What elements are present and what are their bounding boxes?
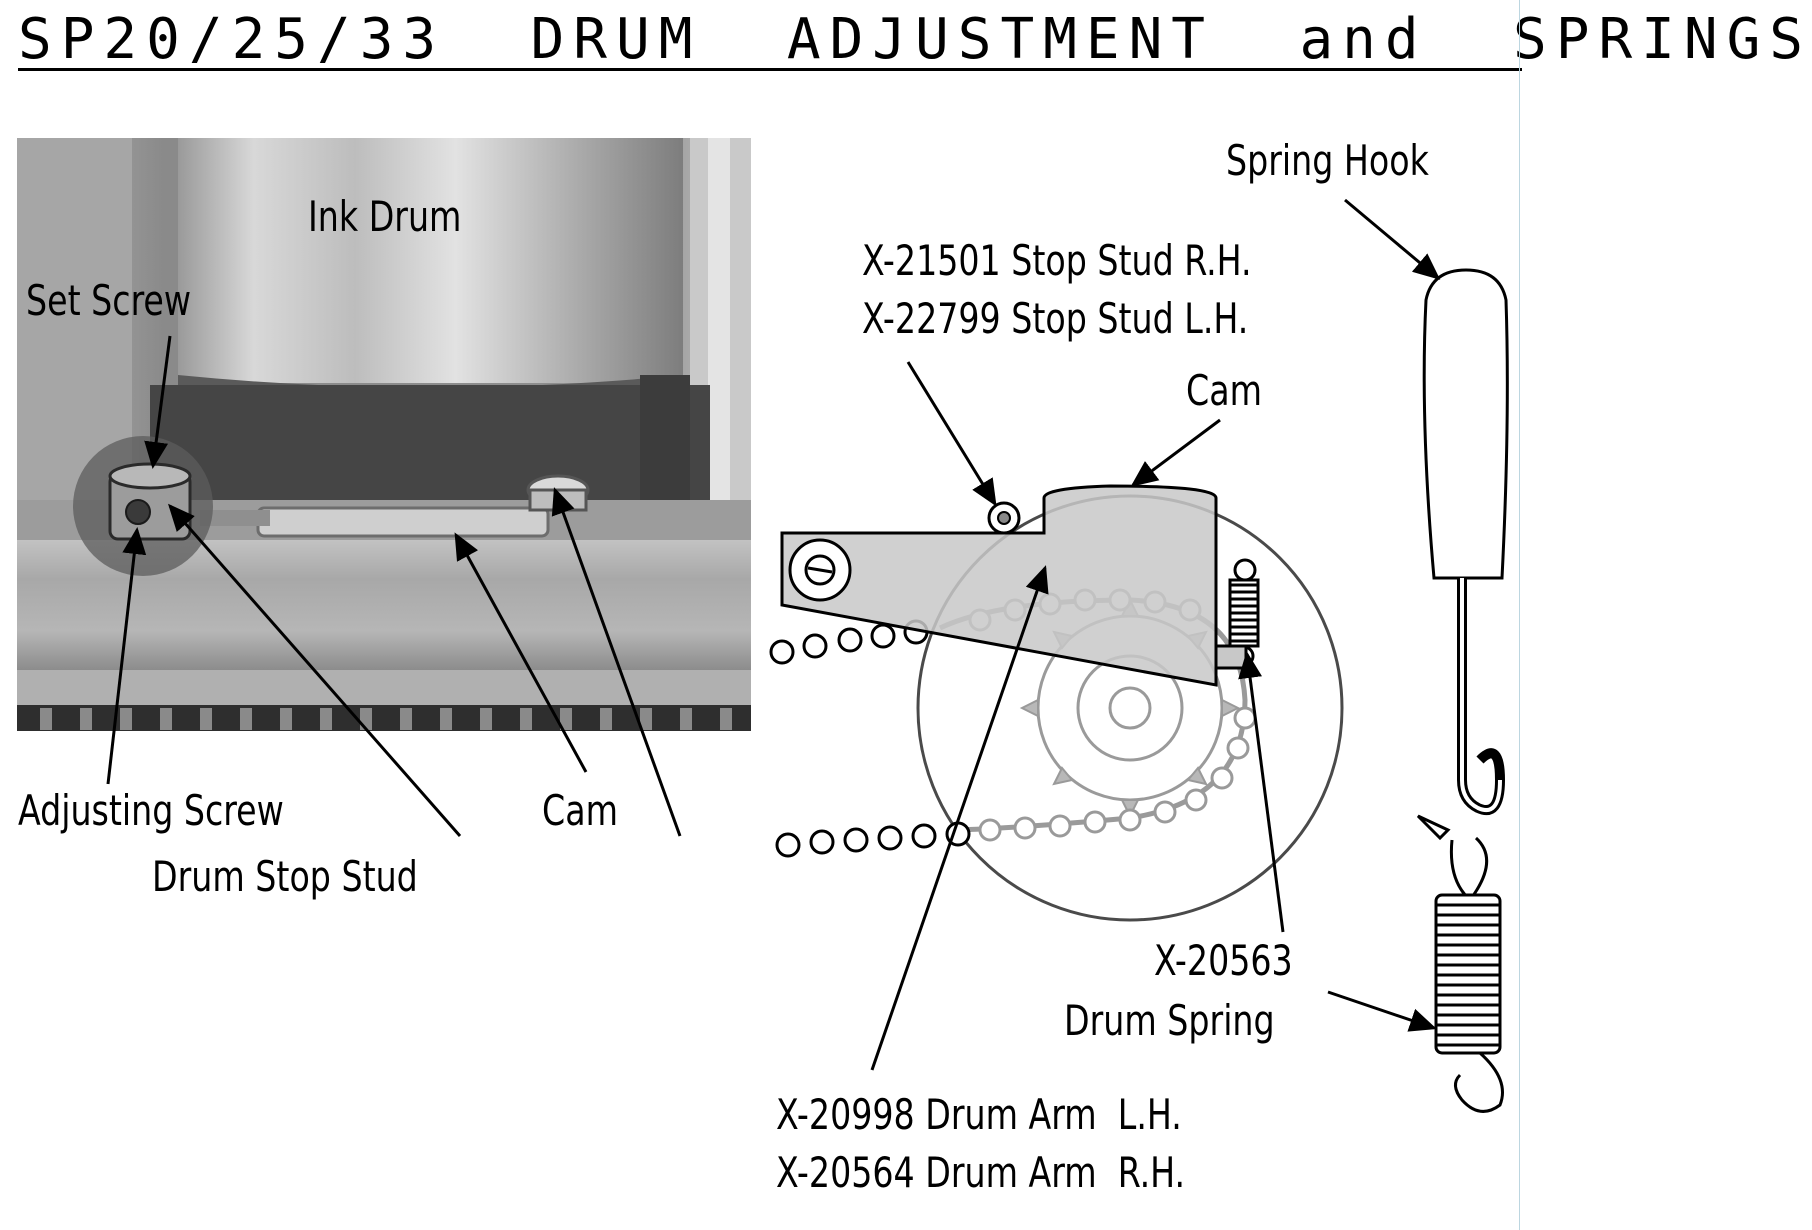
drum-arm (780, 484, 1218, 687)
drum-spring-name-label: Drum Spring (1064, 996, 1275, 1045)
callout-arrows (106, 198, 1441, 1071)
spring-hook-label: Spring Hook (1226, 136, 1429, 185)
stop-stud-rh-label: X-21501 Stop Stud R.H. (862, 236, 1252, 285)
drum-arm-drawing (106, 198, 1509, 1113)
ink-drum-label: Ink Drum (308, 192, 462, 241)
chain-links-top (769, 619, 929, 665)
drum-stop-stud-label: Drum Stop Stud (152, 852, 418, 901)
drum-arm-rh-label: X-20564 Drum Arm R.H. (776, 1148, 1186, 1197)
drum-spring-coil (1434, 836, 1504, 1113)
title-underline (18, 68, 1522, 71)
stop-stud-lh-label: X-22799 Stop Stud L.H. (862, 294, 1249, 343)
spring-hook-tool (1416, 268, 1509, 841)
drum-spring-part-label: X-20563 (1154, 936, 1293, 985)
page-title: SP20/25/33 DRUM ADJUSTMENT and SPRINGS (18, 7, 1812, 72)
photo-cam-label: Cam (542, 786, 618, 835)
chain-links-bottom (775, 821, 971, 858)
drum-photo (17, 138, 751, 731)
diagram-canvas: SP20/25/33 DRUM ADJUSTMENT and SPRINGS (17, 0, 1804, 1230)
page-edge-line (1519, 0, 1520, 1230)
adjusting-screw-label: Adjusting Screw (18, 786, 284, 835)
drum-arm-lh-label: X-20998 Drum Arm L.H. (776, 1090, 1182, 1139)
diagram-cam-label: Cam (1186, 366, 1262, 415)
set-screw-label: Set Screw (26, 276, 192, 325)
